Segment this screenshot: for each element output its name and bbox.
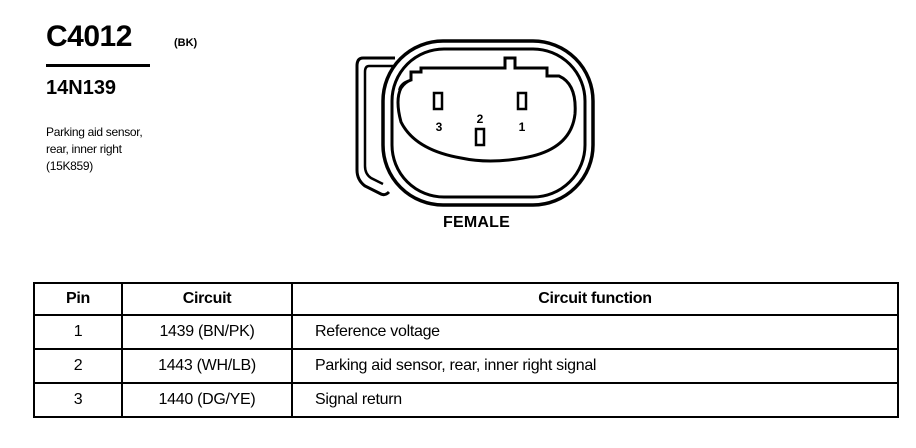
- connector-housing-outer: [381, 39, 595, 207]
- connector-gender-label: FEMALE: [443, 214, 510, 231]
- terminal-2-cavity: [474, 127, 486, 147]
- header-circuit-function: Circuit function: [291, 282, 899, 316]
- circuit-function: Reference voltage: [291, 314, 899, 350]
- connector-color-code: (BK): [174, 37, 198, 49]
- table-row: 1 1439 (BN/PK) Reference voltage: [33, 314, 899, 350]
- connector-housing-inner: [390, 47, 587, 199]
- pin-label-3: 3: [436, 120, 443, 134]
- description-line: Parking aid sensor,: [46, 125, 143, 139]
- circuit-code: 1439 (BN/PK): [121, 314, 293, 350]
- pin-label-1: 1: [519, 120, 526, 134]
- pin-table: Pin Circuit Circuit function 1 1439 (BN/…: [33, 282, 899, 418]
- table-row: 2 1443 (WH/LB) Parking aid sensor, rear,…: [33, 348, 899, 384]
- connector-description: Parking aid sensor, rear, inner right (1…: [46, 124, 143, 175]
- table-row: 3 1440 (DG/YE) Signal return: [33, 382, 899, 418]
- connector-face-cavity: [396, 56, 577, 163]
- connector-face-diagram: 3 2 1: [355, 39, 595, 207]
- header-circuit: Circuit: [121, 282, 293, 316]
- pin-number: 1: [33, 314, 123, 350]
- title-underline: [46, 64, 150, 67]
- connector-latch: [355, 56, 395, 197]
- circuit-function: Parking aid sensor, rear, inner right si…: [291, 348, 899, 384]
- pin-number: 2: [33, 348, 123, 384]
- circuit-code: 1440 (DG/YE): [121, 382, 293, 418]
- pin-table-header-row: Pin Circuit Circuit function: [33, 282, 899, 316]
- header-pin: Pin: [33, 282, 123, 316]
- description-line: (15K859): [46, 159, 93, 173]
- pin-label-2: 2: [477, 112, 484, 126]
- description-line: rear, inner right: [46, 142, 122, 156]
- connector-latch-inner: [363, 64, 393, 186]
- terminal-3-cavity: [432, 91, 444, 111]
- circuit-code: 1443 (WH/LB): [121, 348, 293, 384]
- connector-key-step: [398, 79, 412, 91]
- connector-id: C4012: [46, 20, 132, 53]
- terminal-1-cavity: [516, 91, 528, 111]
- circuit-function: Signal return: [291, 382, 899, 418]
- part-number: 14N139: [46, 77, 117, 99]
- pin-number: 3: [33, 382, 123, 418]
